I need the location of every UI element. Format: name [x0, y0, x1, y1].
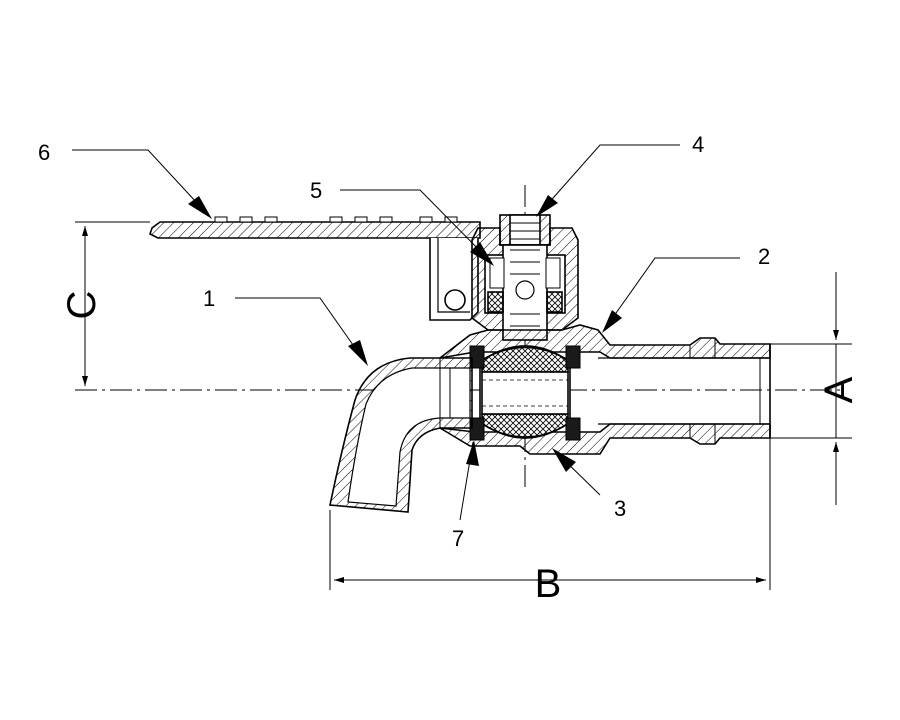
seat-upper-left: [469, 345, 485, 369]
leader-arrowheads: [188, 195, 622, 472]
leader-1: [235, 297, 366, 363]
seat-lower-left: [469, 417, 485, 441]
seat-upper-right: [565, 345, 581, 369]
dimension-lines: [75, 221, 852, 590]
arrowhead-7: [466, 440, 479, 466]
leader-4: [537, 144, 680, 216]
callout-1: 1: [203, 286, 215, 311]
dimension-labels: C A B: [60, 291, 861, 606]
arrowhead-6: [188, 196, 212, 219]
padlock-hole: [444, 289, 466, 311]
ball-seats: [469, 345, 581, 441]
dimension-label-b: B: [535, 562, 562, 606]
lever-handle: [149, 216, 481, 321]
callout-2: 2: [758, 244, 770, 269]
arrowhead-5: [470, 242, 494, 266]
leader-6: [72, 149, 211, 218]
dimension-label-c: C: [60, 291, 104, 320]
callout-7: 7: [452, 526, 464, 551]
arrowhead-3: [552, 448, 576, 472]
ball: [479, 345, 571, 439]
callout-6: 6: [38, 140, 50, 165]
handle-grip-slots: [214, 216, 458, 223]
stem-assembly: [471, 214, 579, 341]
callout-5: 5: [310, 178, 322, 203]
stem-packing: [487, 291, 504, 313]
arrowhead-1: [348, 340, 368, 366]
spout: [329, 357, 473, 513]
callout-3: 3: [614, 496, 626, 521]
seat-lower-right: [565, 417, 581, 441]
arrowhead-4: [536, 195, 558, 217]
dimension-label-a: A: [817, 376, 861, 403]
arrowhead-2: [602, 310, 622, 333]
leader-2: [603, 257, 740, 331]
callout-labels: 1 2 3 4 5 6 7: [38, 132, 770, 551]
stem-packing: [546, 291, 563, 313]
leader-5: [340, 189, 493, 264]
callout-4: 4: [692, 132, 704, 157]
